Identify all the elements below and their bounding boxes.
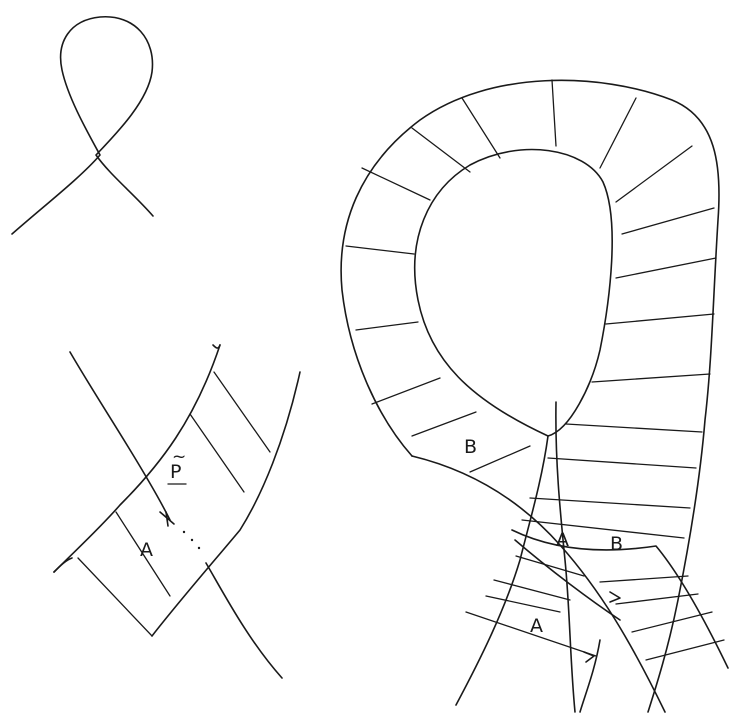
ribbon-rung [616, 594, 698, 604]
label-a-lower-left: A [140, 539, 153, 561]
ribbon-rung [516, 556, 584, 576]
ribbon-rung [522, 520, 684, 538]
band-rung [78, 558, 152, 636]
band-end-right [213, 345, 220, 348]
label-a-bottom: A [530, 615, 543, 637]
ribbon-lower-left-strand [580, 640, 600, 712]
ribbon-right-lower-edge [556, 402, 575, 712]
ribbon-rung [600, 98, 636, 168]
dot [191, 539, 193, 541]
ribbon-rung [372, 378, 440, 404]
dot [198, 547, 200, 549]
ribbon-left-lower-edge [412, 456, 665, 712]
point-marker [160, 512, 174, 526]
band-left-edge [54, 345, 220, 572]
crossing-strand-lower [206, 563, 282, 678]
ribbon-rung [412, 128, 470, 172]
ribbon-rung [548, 458, 696, 468]
ribbon-rung [412, 412, 476, 436]
band-rung [214, 372, 270, 452]
label-p-tilde-accent: ~ [172, 447, 186, 467]
ribbon-rung [566, 424, 702, 432]
ribbon-rung [616, 146, 692, 202]
crossing-strand-upper [70, 352, 170, 520]
ribbon-rung [646, 640, 724, 660]
ribbon-rung [606, 314, 714, 324]
arrow-head [584, 652, 594, 662]
band-rung [190, 414, 244, 492]
ribbon-rung [616, 258, 716, 278]
band-crossing-sketch: P ~ A [54, 345, 300, 678]
ribbon-rung [470, 446, 530, 472]
ribbon-rung [494, 580, 570, 600]
ribbon-rung [552, 80, 556, 146]
label-b-band: B [464, 436, 477, 458]
loop-curve [12, 17, 153, 234]
arrow-head [610, 592, 620, 602]
label-a-crossing: A [556, 529, 569, 551]
ribbon-rung [346, 246, 414, 254]
ribbon-rung [622, 208, 714, 234]
dot [183, 531, 185, 533]
ribbon-rung [486, 596, 560, 612]
ribbon-rung [530, 498, 690, 508]
ribbon-inner-edge [415, 150, 612, 436]
band-end-left [54, 558, 72, 572]
loop-curve-sketch [12, 17, 153, 234]
ribbon-rung [600, 576, 688, 582]
label-b-crossing: B [610, 533, 623, 555]
ribbon-rung [362, 168, 430, 200]
ribbon-rung [462, 98, 500, 158]
ribbon-rung [592, 374, 710, 382]
ribbon-loop-sketch: B A B A [341, 80, 728, 712]
ribbon-rung [356, 322, 418, 330]
